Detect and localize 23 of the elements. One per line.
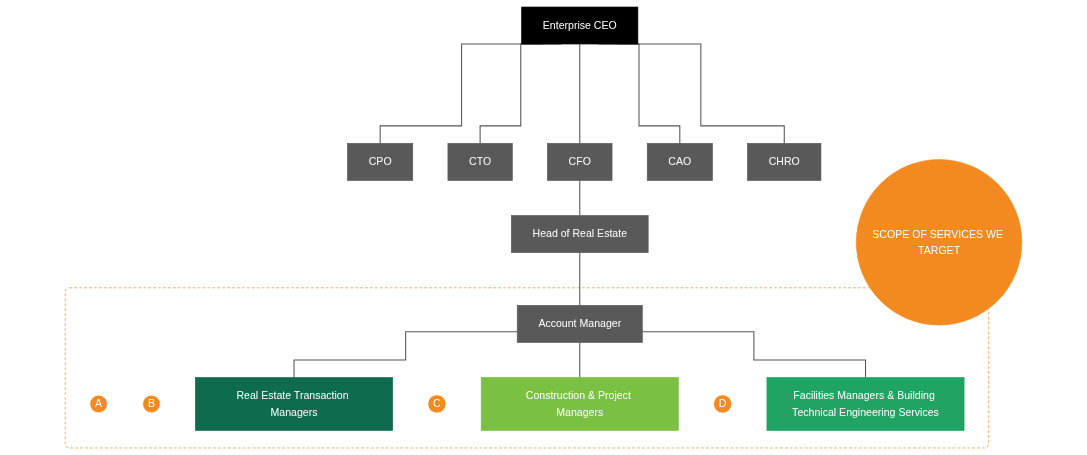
node-box: Head of Real Estate (511, 215, 649, 253)
node-circle: D (713, 394, 733, 414)
node-box: CAO (646, 143, 713, 181)
cluster (64, 287, 990, 449)
connector (293, 331, 518, 379)
node-box: CTO (447, 143, 513, 181)
node-box: CPO (347, 143, 414, 181)
node-circle: SCOPE OF SERVICES WE TARGET (856, 159, 1023, 326)
node-circle: A (89, 394, 108, 414)
node-box: Account Manager (516, 305, 643, 343)
connector (579, 43, 581, 144)
node-box: Construction & Project Managers (480, 377, 679, 431)
connector (579, 179, 581, 217)
node-box: Facilities Managers & Building Technical Engineering Services (766, 377, 965, 431)
node-box: Real Estate Transaction Managers (195, 377, 393, 431)
node-box: CHRO (747, 143, 822, 181)
node-circle: B (142, 394, 161, 414)
node-circle: C (427, 394, 447, 414)
connector (579, 252, 581, 306)
connector (579, 341, 581, 379)
node-box: Enterprise CEO (521, 6, 639, 45)
node-box: CFO (547, 143, 613, 181)
connector (641, 331, 867, 379)
